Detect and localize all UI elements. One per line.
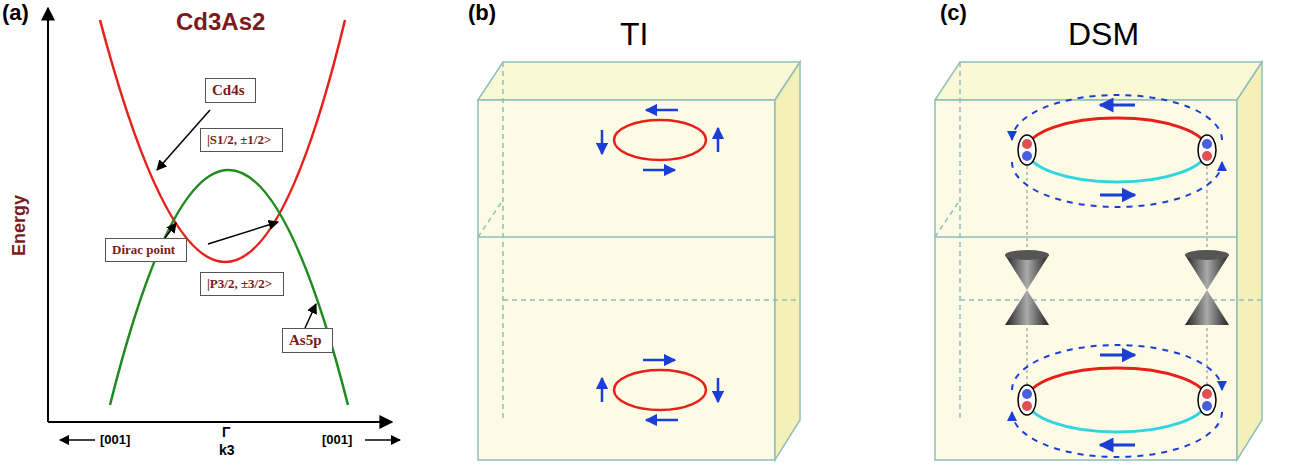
text-label: Cd3As2	[176, 8, 265, 36]
label-box: |S1/2, ±1/2>	[200, 128, 283, 152]
label-box: |P3/2, ±3/2>	[200, 272, 284, 296]
box-text: As5p	[289, 332, 326, 349]
box-text: Dirac point	[112, 242, 180, 258]
label-box: Dirac point	[105, 238, 187, 262]
box-text: |P3/2, ±3/2>	[207, 276, 277, 292]
box-text: |S1/2, ±1/2>	[207, 132, 276, 148]
text-label: Γ	[222, 424, 230, 440]
text-label: DSM	[1068, 16, 1139, 53]
text-label: [001]	[100, 432, 130, 447]
text-label: [001]	[322, 432, 352, 447]
text-label: Energy	[10, 195, 31, 256]
label-box: Cd4s	[205, 78, 256, 103]
text-label: TI	[620, 16, 648, 53]
label-box: As5p	[282, 328, 333, 353]
text-label: (c)	[940, 0, 967, 26]
text-label: k3	[219, 442, 235, 458]
box-text: Cd4s	[212, 82, 249, 99]
text-label: (b)	[468, 0, 496, 26]
text-label: (a)	[2, 0, 29, 26]
